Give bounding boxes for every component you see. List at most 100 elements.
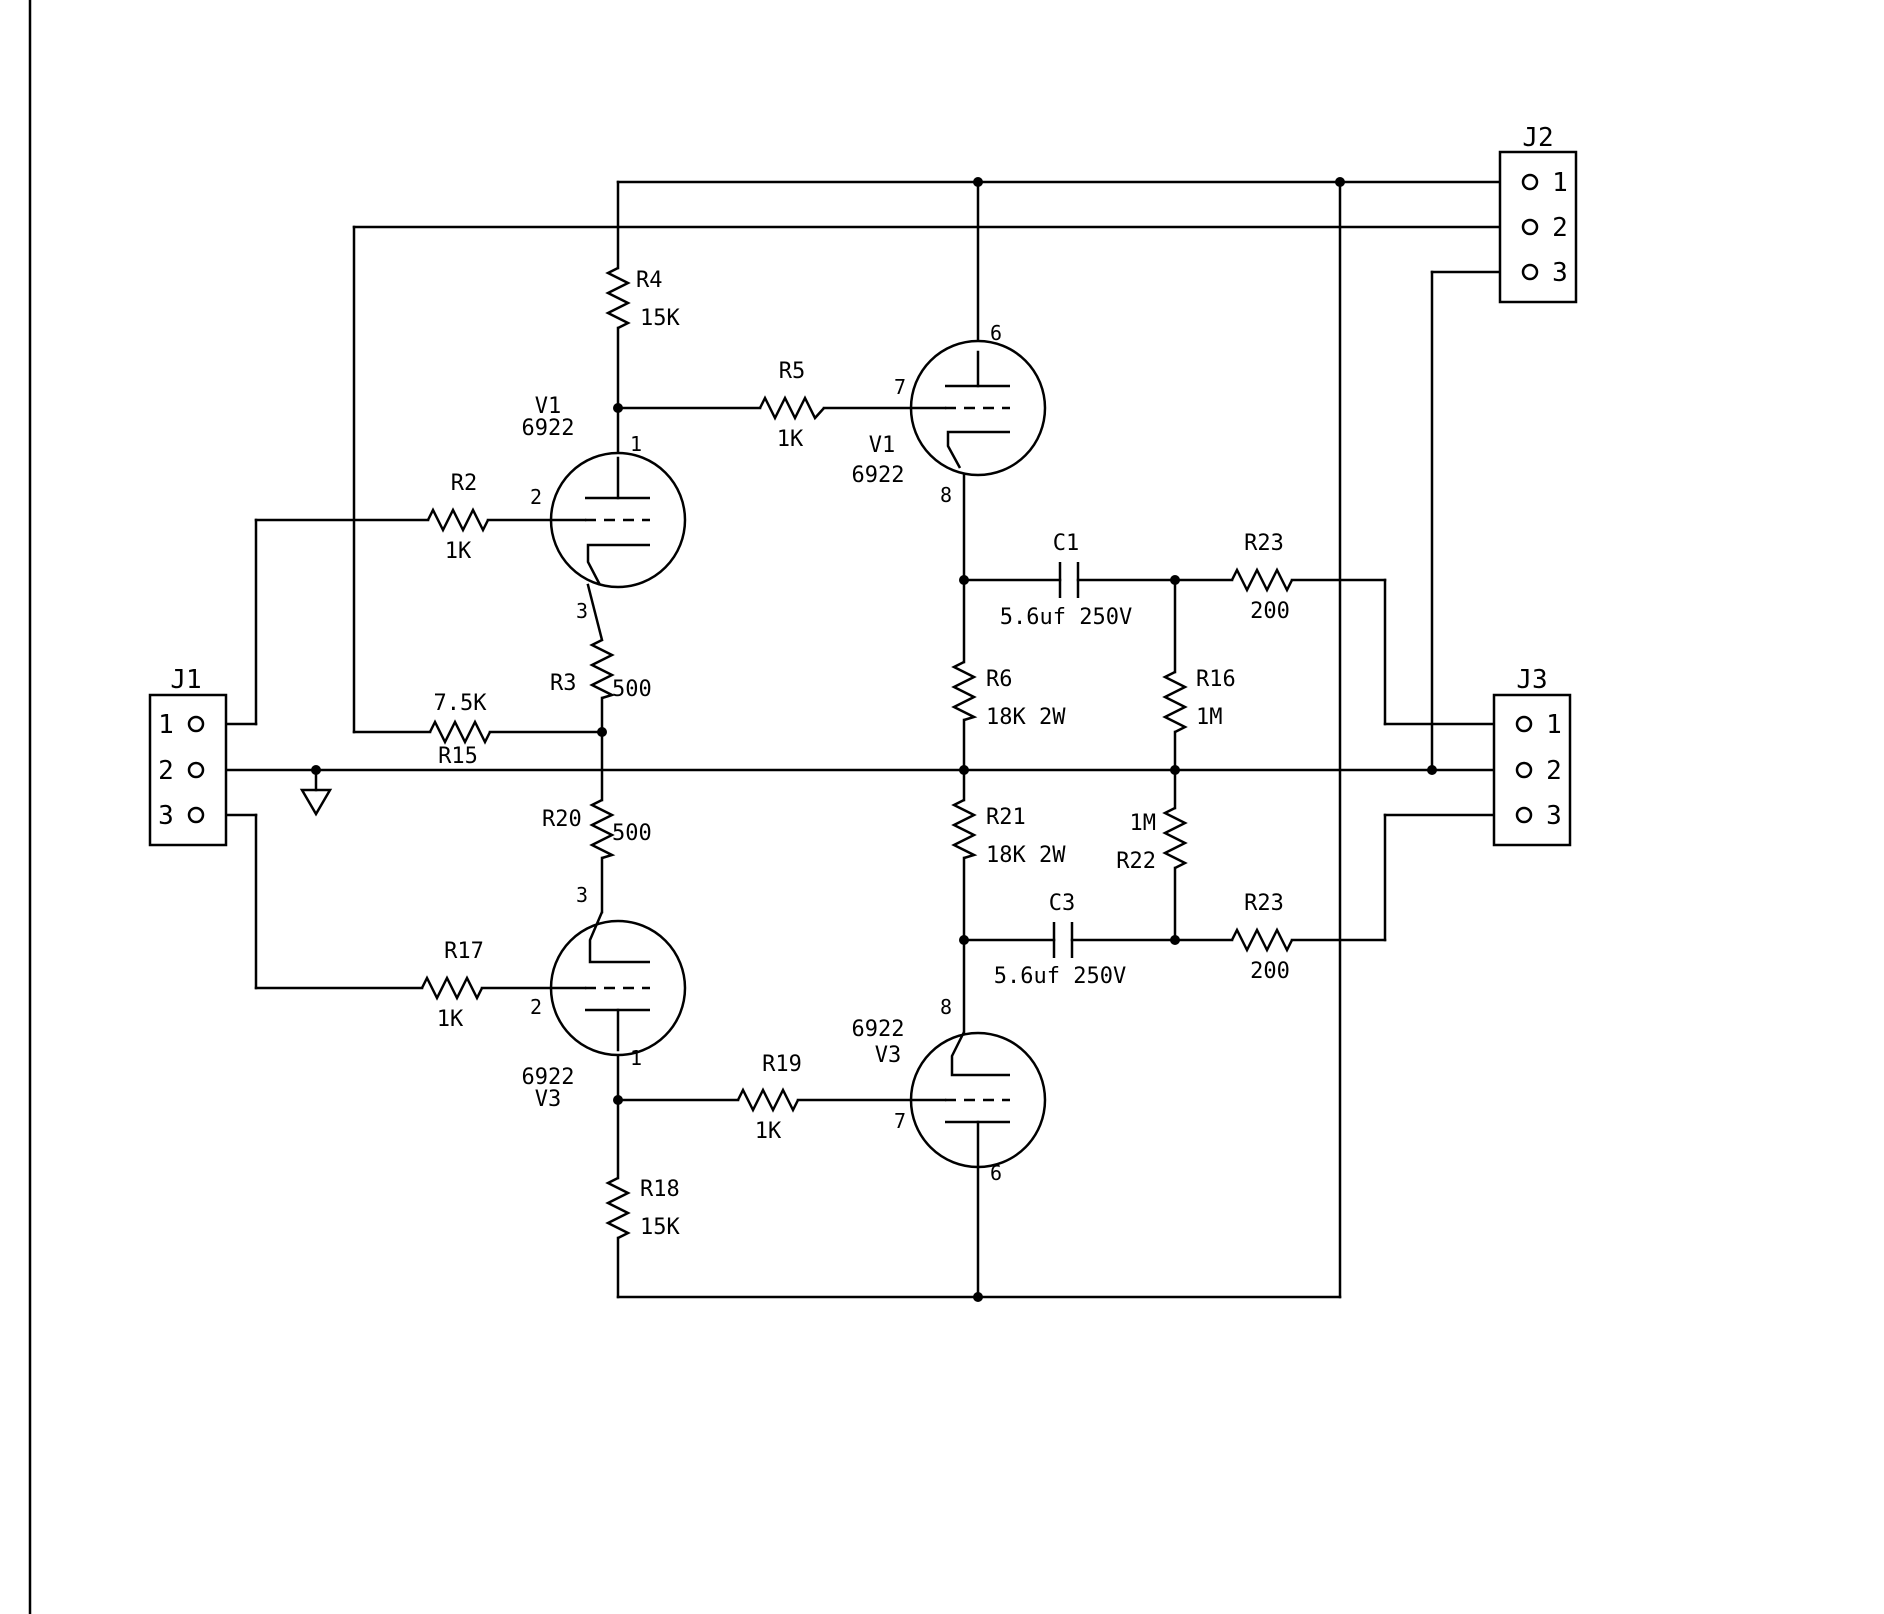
connector-pin-label: 2 bbox=[1552, 213, 1568, 243]
tube-envelope bbox=[549, 919, 687, 1057]
capacitor-c1 bbox=[1058, 562, 1080, 598]
capacitor-value: 5.6uf 250V bbox=[994, 964, 1126, 989]
resistor-ref: R23 bbox=[1244, 891, 1284, 916]
tube-v1a bbox=[549, 451, 687, 589]
tube-pin-number: 3 bbox=[576, 883, 588, 907]
ground-icon bbox=[299, 788, 333, 817]
resistor-r23-bottom bbox=[1230, 927, 1294, 953]
tube-pin-number: 6 bbox=[990, 1161, 1002, 1185]
connector-j2: J2 1 2 3 bbox=[1498, 123, 1578, 304]
connector-pin-icon bbox=[1515, 806, 1533, 824]
tube-pin-number: 6 bbox=[990, 321, 1002, 345]
tube-pin-number: 2 bbox=[530, 995, 542, 1019]
connector-pin-icon bbox=[187, 715, 205, 733]
tube-part: 6922 bbox=[852, 1017, 905, 1042]
resistor-ref: R4 bbox=[636, 268, 663, 293]
capacitor-value: 5.6uf 250V bbox=[1000, 605, 1132, 630]
tube-part: 6922 bbox=[522, 1065, 575, 1090]
tube-v3b bbox=[909, 1031, 1047, 1169]
resistor-value: 1K bbox=[755, 1119, 782, 1144]
tube-v1b bbox=[909, 339, 1047, 477]
tube-pin-number: 7 bbox=[894, 375, 906, 399]
connector-pin-label: 2 bbox=[158, 756, 174, 786]
junction-dot bbox=[1427, 765, 1437, 775]
connector-pin-icon bbox=[1515, 715, 1533, 733]
resistor-ref: R6 bbox=[986, 667, 1013, 692]
resistor-ref: R17 bbox=[444, 939, 484, 964]
connector-pin-icon bbox=[1521, 218, 1539, 236]
tube-pin-number: 1 bbox=[630, 1046, 642, 1070]
tube-pin-number: 1 bbox=[630, 432, 642, 456]
resistor-value: 1K bbox=[777, 427, 804, 452]
connector-pin-icon bbox=[187, 761, 205, 779]
tube-ref: V1 bbox=[535, 394, 562, 419]
junctions bbox=[311, 177, 1437, 1302]
resistor-value: 18K 2W bbox=[986, 843, 1066, 868]
resistor-ref: R15 bbox=[438, 744, 478, 769]
junction-dot bbox=[311, 765, 321, 775]
junction-dot bbox=[1170, 575, 1180, 585]
capacitor-c3 bbox=[1052, 922, 1074, 958]
resistor-value: 15K bbox=[640, 306, 680, 331]
connector-j1: J1 1 2 3 bbox=[148, 665, 228, 847]
tube-pin-number: 8 bbox=[940, 995, 952, 1019]
connector-pin-label: 3 bbox=[1552, 258, 1568, 288]
junction-dot bbox=[1335, 177, 1345, 187]
resistor-ref: R23 bbox=[1244, 531, 1284, 556]
resistor-value: 1M bbox=[1196, 705, 1223, 730]
capacitor-ref: C1 bbox=[1053, 531, 1080, 556]
resistor-r4 bbox=[605, 266, 631, 330]
resistor-value: 1K bbox=[437, 1007, 464, 1032]
tube-v3a bbox=[549, 911, 687, 1057]
resistors bbox=[420, 266, 1294, 1240]
tube-ref: V3 bbox=[535, 1087, 562, 1112]
connector-pin-icon bbox=[1521, 263, 1539, 281]
junction-dot bbox=[597, 727, 607, 737]
resistor-value: 15K bbox=[640, 1215, 680, 1240]
tube-part: 6922 bbox=[522, 416, 575, 441]
capacitor-ref: C3 bbox=[1049, 891, 1076, 916]
tube-pin-number: 8 bbox=[940, 483, 952, 507]
connector-ref: J2 bbox=[1522, 123, 1553, 153]
resistor-r5 bbox=[758, 395, 825, 421]
connector-pin-label: 3 bbox=[1546, 801, 1562, 831]
resistor-value: 1M bbox=[1130, 811, 1157, 836]
connector-pin-label: 3 bbox=[158, 801, 174, 831]
connector-body bbox=[148, 693, 228, 847]
junction-dot bbox=[959, 765, 969, 775]
resistor-r20 bbox=[589, 798, 616, 860]
junction-dot bbox=[1170, 765, 1180, 775]
connector-ref: J1 bbox=[170, 665, 201, 695]
junction-dot bbox=[973, 1292, 983, 1302]
connector-pin-icon bbox=[1521, 173, 1539, 191]
resistor-value: 200 bbox=[1250, 599, 1290, 624]
connector-pin-icon bbox=[187, 806, 205, 824]
resistor-r15 bbox=[428, 719, 492, 745]
tube-pin-number: 7 bbox=[894, 1109, 906, 1133]
resistor-r3 bbox=[589, 638, 616, 700]
junction-dot bbox=[959, 575, 969, 585]
junction-dot bbox=[613, 403, 623, 413]
connector-pin-label: 2 bbox=[1546, 756, 1562, 786]
connector-ref: J3 bbox=[1516, 665, 1547, 695]
resistor-ref: R3 bbox=[550, 671, 577, 696]
connector-pin-label: 1 bbox=[158, 710, 174, 740]
resistor-ref: R19 bbox=[762, 1052, 802, 1077]
resistor-r17 bbox=[420, 975, 484, 1001]
tube-pin-number: 3 bbox=[576, 599, 588, 623]
connector-pin-label: 1 bbox=[1552, 168, 1568, 198]
tube-pin-number: 2 bbox=[530, 485, 542, 509]
resistor-value: 1K bbox=[445, 539, 472, 564]
resistor-r18 bbox=[605, 1176, 631, 1240]
junction-dot bbox=[959, 935, 969, 945]
tube-ref: V3 bbox=[875, 1043, 902, 1068]
junction-dot bbox=[1170, 935, 1180, 945]
resistor-ref: R2 bbox=[451, 471, 478, 496]
junction-dot bbox=[973, 177, 983, 187]
resistor-r22 bbox=[1162, 806, 1188, 870]
tube-envelope bbox=[549, 451, 687, 589]
tube-part: 6922 bbox=[852, 463, 905, 488]
resistor-ref: R18 bbox=[640, 1177, 680, 1202]
wire bbox=[586, 583, 604, 642]
